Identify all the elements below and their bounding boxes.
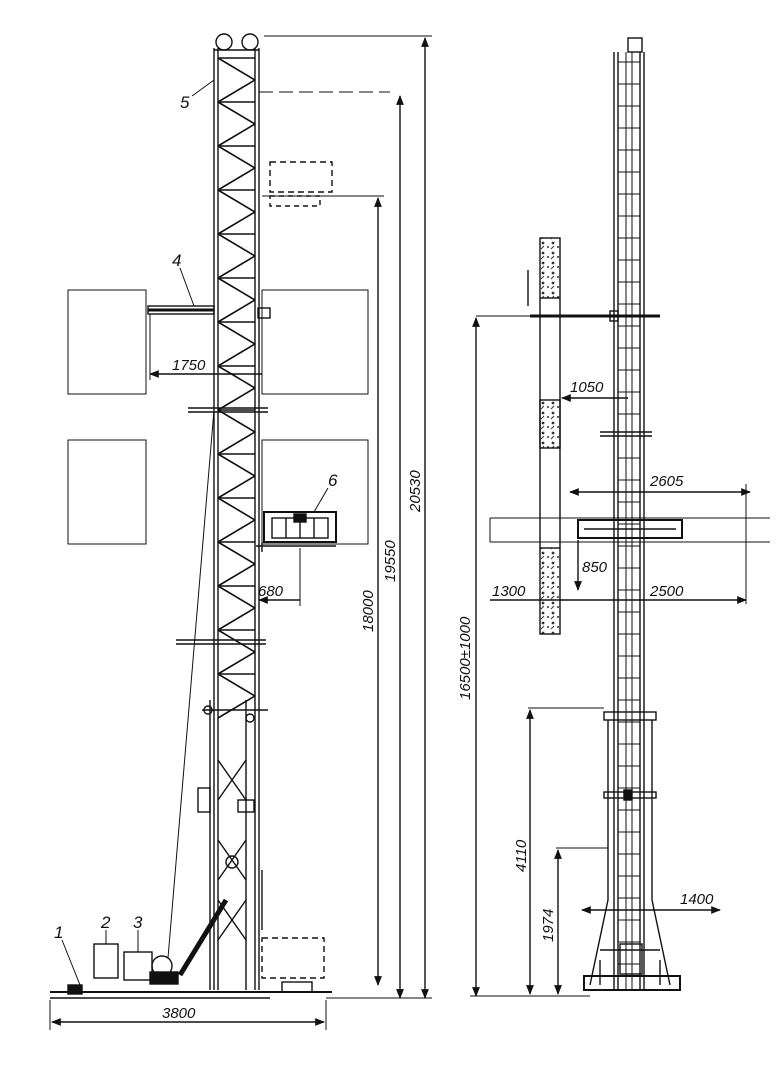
- callout-2: 2: [100, 913, 111, 932]
- head-sheave-left: [215, 33, 233, 51]
- mast-lattice: [217, 57, 256, 719]
- left-view-labels: 1 2 3 4 5 6 1750 680 3800 18000 19550 20…: [54, 93, 424, 1022]
- right-side-view: [470, 37, 770, 997]
- cage-upper-position: [269, 161, 333, 193]
- dim-label-1750: 1750: [172, 357, 206, 374]
- wall-section: [527, 237, 561, 635]
- dim-label-3800: 3800: [162, 1005, 196, 1022]
- mast-rungs: [618, 61, 640, 965]
- dim-label-1974: 1974: [540, 909, 557, 942]
- left-elevation-view: [49, 33, 432, 1030]
- dim-label-1400: 1400: [680, 891, 714, 908]
- dim-label-1300: 1300: [492, 583, 526, 600]
- dim-label-16500: 16500±1000: [457, 616, 474, 700]
- inclined-strut: [177, 898, 229, 977]
- dim-label-1050: 1050: [570, 379, 604, 396]
- bracket-arm: [147, 305, 271, 319]
- dim-label-19550: 19550: [382, 540, 399, 582]
- dim-label-18000: 18000: [360, 590, 377, 632]
- dim-label-680: 680: [258, 583, 284, 600]
- right-lower-frame: [583, 711, 681, 991]
- callout-1: 1: [54, 923, 63, 942]
- dim-label-2605: 2605: [649, 473, 684, 490]
- callout-6: 6: [328, 471, 338, 490]
- guy-cable: [167, 409, 215, 959]
- mast-tower: [176, 33, 268, 990]
- dim-label-850: 850: [582, 559, 608, 576]
- right-view-labels: 1050 2605 850 1300 2500 16500±1000 4110 …: [457, 379, 714, 942]
- head-sheave-right: [241, 33, 259, 51]
- control-box: [93, 943, 119, 979]
- dim-label-20530: 20530: [407, 470, 424, 513]
- lower-mast-frame: [197, 700, 268, 990]
- callout-5: 5: [180, 93, 190, 112]
- callout-3: 3: [133, 913, 143, 932]
- cage-lower-position: [261, 937, 325, 979]
- winch-motor: [123, 951, 153, 981]
- right-cage: [577, 519, 683, 539]
- callout-4: 4: [172, 251, 181, 270]
- dim-label-4110: 4110: [513, 839, 530, 872]
- base-platform: [50, 937, 332, 999]
- mast-head: [627, 37, 643, 53]
- lifting-cage: [256, 511, 337, 552]
- dim-label-2500: 2500: [649, 583, 684, 600]
- building-wall-panels: [67, 289, 369, 545]
- right-base: [583, 975, 681, 991]
